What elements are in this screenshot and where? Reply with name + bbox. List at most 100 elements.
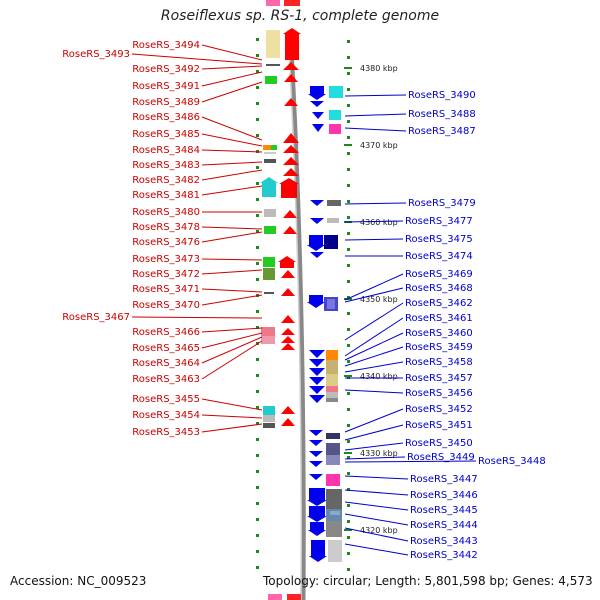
left-gene-label[interactable]: RoseRS_3491 (132, 81, 200, 92)
right-gene-label[interactable]: RoseRS_3443 (410, 536, 478, 547)
left-gene-label[interactable]: RoseRS_3483 (132, 160, 200, 171)
left-tick-dot (256, 566, 259, 569)
left-tick-dot (256, 374, 259, 377)
right-gene-label[interactable]: RoseRS_3447 (410, 474, 478, 485)
right-gene-label[interactable]: RoseRS_3446 (410, 490, 478, 501)
left-gene-label[interactable]: RoseRS_3463 (132, 374, 200, 385)
right-tick-dot (347, 296, 350, 299)
right-leader-line (344, 346, 404, 367)
gene-feature (264, 209, 276, 217)
right-gene-label[interactable]: RoseRS_3448 (478, 456, 546, 467)
right-tick-dot (347, 456, 350, 459)
left-gene-label[interactable]: RoseRS_3486 (132, 112, 200, 123)
left-gene-label[interactable]: RoseRS_3467 (62, 312, 130, 323)
left-leader-line (201, 336, 263, 364)
left-tick-dot (256, 214, 259, 217)
left-tick-dot (256, 550, 259, 553)
right-gene-label[interactable]: RoseRS_3442 (410, 550, 478, 561)
gene-blocks-group (260, 0, 343, 600)
left-gene-label[interactable]: RoseRS_3453 (132, 427, 200, 438)
gene-block (310, 522, 324, 531)
right-tick-dot (347, 344, 350, 347)
right-gene-label[interactable]: RoseRS_3469 (405, 269, 473, 280)
left-gene-label[interactable]: RoseRS_3481 (132, 190, 200, 201)
right-gene-label[interactable]: RoseRS_3449 (407, 452, 475, 463)
gene-feature (329, 124, 341, 134)
gene-feature (326, 392, 338, 398)
left-leader-line (201, 340, 263, 380)
right-gene-label[interactable]: RoseRS_3460 (405, 328, 473, 339)
left-gene-label[interactable]: RoseRS_3493 (62, 49, 130, 60)
left-gene-label[interactable]: RoseRS_3473 (132, 254, 200, 265)
gene-block (281, 183, 297, 198)
gene-labels-group: RoseRS_3494RoseRS_3493RoseRS_3492RoseRS_… (62, 40, 545, 561)
right-tick-dot (347, 568, 350, 571)
gene-feature (264, 159, 276, 163)
right-gene-label[interactable]: RoseRS_3461 (405, 313, 473, 324)
gene-arrow-up (283, 145, 299, 153)
left-tick-dot (256, 198, 259, 201)
right-leader-line (344, 317, 404, 357)
right-gene-label[interactable]: RoseRS_3462 (405, 298, 473, 309)
right-gene-label[interactable]: RoseRS_3458 (405, 357, 473, 368)
gene-arrow-up (283, 28, 301, 34)
left-gene-label[interactable]: RoseRS_3480 (132, 207, 200, 218)
gene-arrow-down (310, 101, 324, 107)
left-gene-label[interactable]: RoseRS_3478 (132, 222, 200, 233)
left-tick-dot (256, 390, 259, 393)
gene-arrow-down (309, 474, 323, 480)
right-tick-dot (347, 72, 350, 75)
gene-arrow-up (279, 178, 299, 184)
gene-block (310, 86, 324, 95)
right-gene-label[interactable]: RoseRS_3444 (410, 520, 478, 531)
left-gene-label[interactable]: RoseRS_3484 (132, 145, 200, 156)
right-gene-label[interactable]: RoseRS_3479 (408, 198, 476, 209)
left-gene-label[interactable]: RoseRS_3465 (132, 343, 200, 354)
right-tick-dot (347, 552, 350, 555)
gene-arrow-down (309, 395, 325, 403)
left-tick-dot (256, 86, 259, 89)
kbp-marker-label: 4380 kbp (360, 64, 398, 73)
left-gene-label[interactable]: RoseRS_3485 (132, 129, 200, 140)
gene-feature (326, 350, 338, 360)
left-gene-label[interactable]: RoseRS_3470 (132, 300, 200, 311)
left-gene-label[interactable]: RoseRS_3454 (132, 410, 200, 421)
right-gene-label[interactable]: RoseRS_3488 (408, 109, 476, 120)
genome-title: Roseiflexus sp. RS-1, complete genome (160, 8, 440, 24)
right-gene-label[interactable]: RoseRS_3459 (405, 342, 473, 353)
left-gene-label[interactable]: RoseRS_3464 (132, 358, 200, 369)
left-gene-label[interactable]: RoseRS_3494 (132, 40, 200, 51)
right-gene-label[interactable]: RoseRS_3490 (408, 90, 476, 101)
right-leader-line (344, 424, 404, 441)
gene-arrow-up (284, 74, 298, 82)
left-gene-label[interactable]: RoseRS_3472 (132, 269, 200, 280)
left-gene-label[interactable]: RoseRS_3455 (132, 394, 200, 405)
right-gene-label[interactable]: RoseRS_3468 (405, 283, 473, 294)
gene-arrow-up (281, 315, 295, 323)
gene-feature (326, 398, 338, 402)
gene-arrow-down (307, 302, 325, 308)
left-tick-dot (256, 470, 259, 473)
right-gene-label[interactable]: RoseRS_3445 (410, 505, 478, 516)
left-tick-dot (256, 70, 259, 73)
right-gene-label[interactable]: RoseRS_3487 (408, 126, 476, 137)
right-gene-label[interactable]: RoseRS_3451 (405, 420, 473, 431)
gene-arrow-down (312, 124, 324, 132)
right-gene-label[interactable]: RoseRS_3475 (405, 234, 473, 245)
left-tick-dot (256, 518, 259, 521)
left-leader-line (201, 71, 263, 87)
left-gene-label[interactable]: RoseRS_3466 (132, 327, 200, 338)
left-gene-label[interactable]: RoseRS_3471 (132, 284, 200, 295)
left-gene-label[interactable]: RoseRS_3476 (132, 237, 200, 248)
right-gene-label[interactable]: RoseRS_3456 (405, 388, 473, 399)
left-gene-label[interactable]: RoseRS_3482 (132, 175, 200, 186)
right-gene-label[interactable]: RoseRS_3452 (405, 404, 473, 415)
right-gene-label[interactable]: RoseRS_3474 (405, 251, 473, 262)
right-tick-dot (347, 328, 350, 331)
right-gene-label[interactable]: RoseRS_3477 (405, 216, 473, 227)
right-gene-label[interactable]: RoseRS_3457 (405, 373, 473, 384)
right-gene-label[interactable]: RoseRS_3450 (405, 438, 473, 449)
left-gene-label[interactable]: RoseRS_3492 (132, 64, 200, 75)
left-gene-label[interactable]: RoseRS_3489 (132, 97, 200, 108)
right-leader-line (344, 238, 404, 241)
